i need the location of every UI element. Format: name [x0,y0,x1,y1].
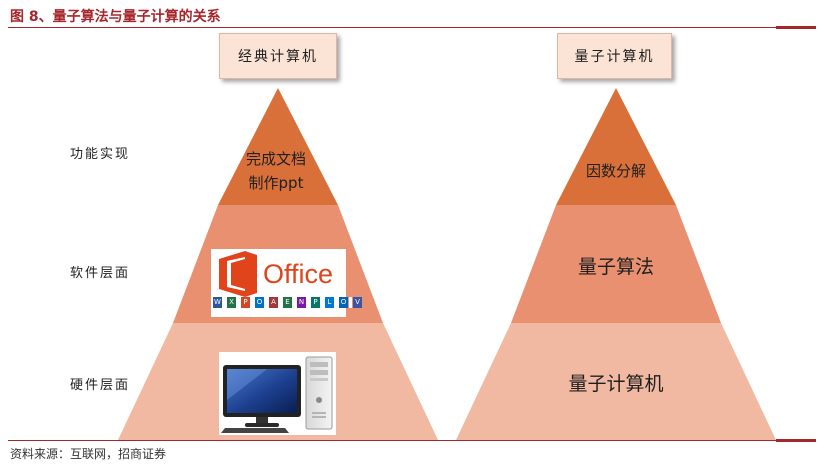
lync-icon: L [325,297,334,308]
quantum-software-text: 量子算法 [577,256,654,278]
office-app-icons: W X P O A E N P L O V [213,297,362,308]
classical-tier-function [218,88,338,205]
powerpoint-icon: P [241,297,250,308]
classical-function-line1: 完成文档 [245,150,306,168]
spacer-icon [293,297,296,308]
quantum-tier-function [556,88,676,205]
spacer-icon [279,297,282,308]
spacer-icon [307,297,310,308]
outlook-icon: O [255,297,264,308]
top-divider [8,26,816,29]
excel-icon: X [227,297,236,308]
access-icon: A [269,297,278,308]
publisher-icon: P [311,297,320,308]
row-label-software: 软件层面 [70,266,131,281]
spacer-icon [349,297,352,308]
office-logo-icon [219,251,257,297]
quantum-function-text: 因数分解 [585,162,646,180]
word-icon: W [213,297,222,308]
spacer-icon [335,297,338,308]
spacer-icon [237,297,240,308]
bottom-divider [8,439,816,442]
top-divider-accent [776,26,816,29]
source-note: 资料来源：互联网，招商证券 [10,447,167,461]
office-logo-card: Office W X P O A E N P L O V [211,249,362,317]
bottom-divider-accent [776,439,816,442]
figure-title: 图 8、量子算法与量子计算的关系 [10,9,221,25]
classical-computer-header: 经典计算机 [219,33,337,79]
spacer-icon [321,297,324,308]
desktop-computer-icon [221,356,333,433]
classical-function-line2: 制作ppt [248,174,304,192]
row-label-function: 功能实现 [70,147,131,162]
row-label-hardware: 硬件层面 [70,378,131,393]
onenote-icon: N [297,297,306,308]
visio-icon: V [353,297,362,308]
quantum-computer-header: 量子计算机 [557,33,672,79]
spacer-icon [223,297,226,308]
excel-alt-icon: E [283,297,292,308]
onedrive-icon: O [339,297,348,308]
spacer-icon [251,297,254,308]
quantum-tier-software [511,205,721,323]
quantum-tier-hardware [456,323,776,440]
desktop-computer-card [219,352,336,435]
office-logo-text: Office [263,259,334,289]
quantum-hardware-text: 量子计算机 [568,373,664,395]
spacer-icon [265,297,268,308]
